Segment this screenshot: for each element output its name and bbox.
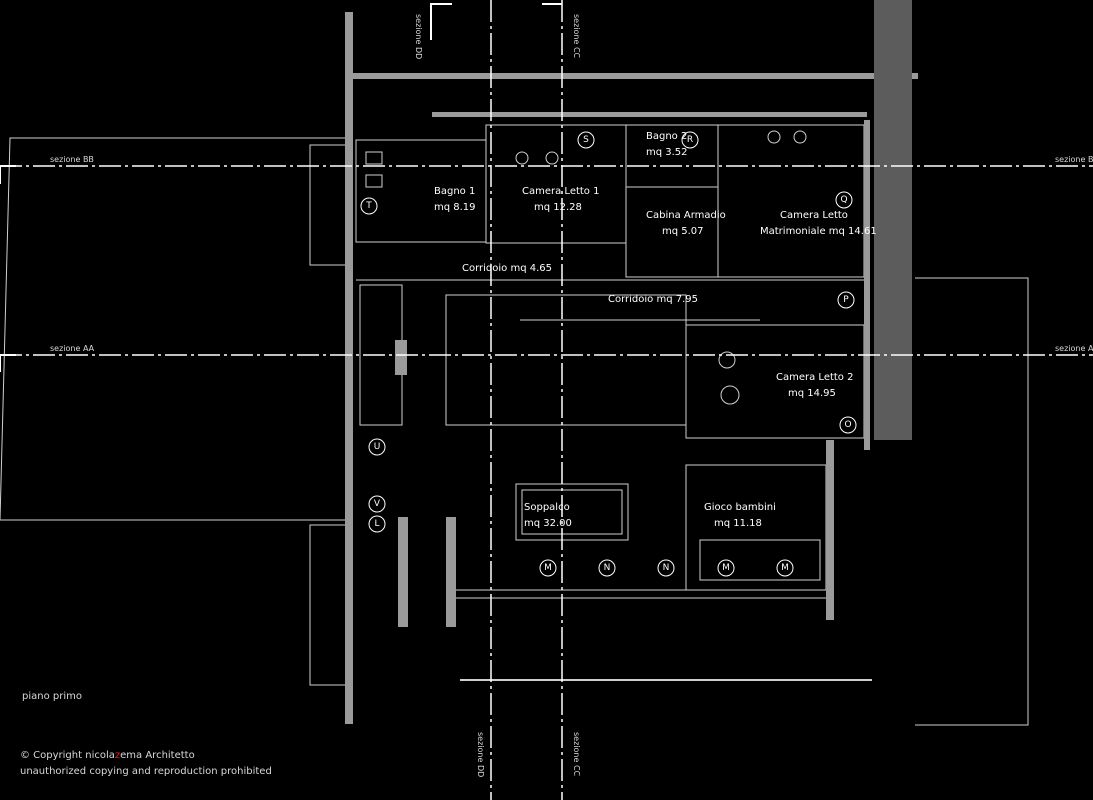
- room-area-camera1: mq 12.28: [534, 202, 582, 213]
- svg-text:N: N: [663, 563, 670, 573]
- section-label-aa-left: sezione AA: [50, 344, 95, 353]
- floor-caption: piano primo: [22, 691, 82, 702]
- section-label-dd-bottom: sezione DD: [476, 732, 485, 777]
- room-area-cabina: mq 5.07: [662, 226, 704, 237]
- marker-l: L: [368, 515, 386, 533]
- wall-north: [353, 73, 918, 79]
- section-label-dd-top: sezione DD: [414, 14, 423, 59]
- svg-text:M: M: [544, 563, 552, 573]
- room-area-soppalco: mq 32.00: [524, 518, 572, 529]
- svg-text:N: N: [604, 563, 611, 573]
- wall-rooms-top: [432, 112, 867, 117]
- svg-text:U: U: [374, 442, 381, 452]
- stair-bottom: [309, 524, 349, 686]
- section-label-bb-left: sezione BB: [50, 155, 94, 164]
- marker-m-3: M: [776, 559, 794, 577]
- stair-top: [309, 144, 349, 266]
- svg-text:S: S: [583, 135, 589, 145]
- marker-m-2: M: [717, 559, 735, 577]
- svg-text:V: V: [374, 499, 381, 509]
- room-name-cabina: Cabina Armadio: [646, 210, 726, 221]
- room-name-corridoio1: Corridoio mq 4.65: [462, 263, 552, 274]
- room-area-bagno1: mq 8.19: [434, 202, 476, 213]
- svg-text:T: T: [365, 201, 372, 211]
- svg-text:M: M: [781, 563, 789, 573]
- terrace-outline-right: [915, 277, 1029, 726]
- svg-text:O: O: [844, 420, 851, 430]
- room-name-matrimoniale: Camera Letto: [780, 210, 848, 221]
- marker-q: Q: [835, 191, 853, 209]
- svg-text:L: L: [374, 519, 379, 529]
- marker-o: O: [839, 416, 857, 434]
- camera1-room: [485, 124, 627, 244]
- marker-v: V: [368, 495, 386, 513]
- marker-r: R: [681, 131, 699, 149]
- room-name-camera1: Camera Letto 1: [522, 186, 599, 197]
- section-label-aa-right: sezione AA: [1055, 344, 1093, 353]
- marker-n-2: N: [657, 559, 675, 577]
- marker-p: P: [837, 291, 855, 309]
- brand-part-c: ema: [120, 750, 143, 761]
- soppalco-void-inner: [521, 489, 623, 535]
- svg-text:R: R: [687, 135, 693, 145]
- svg-text:Q: Q: [840, 195, 847, 205]
- room-name-camera2: Camera Letto 2: [776, 372, 853, 383]
- wall-west: [345, 12, 353, 724]
- room-name-soppalco: Soppalco: [524, 502, 570, 513]
- terrace-outline: [0, 137, 350, 521]
- room-name-gioco: Gioco bambini: [704, 502, 776, 513]
- room-area-gioco: mq 11.18: [714, 518, 762, 529]
- wall-stub: [398, 517, 408, 627]
- room-area-bagno2: mq 3.52: [646, 147, 688, 158]
- wall-east-outer: [874, 0, 912, 440]
- brand-part-b: z: [114, 750, 121, 761]
- svg-text:M: M: [722, 563, 730, 573]
- marker-n-1: N: [598, 559, 616, 577]
- void-room: [445, 294, 687, 426]
- wall-east: [864, 120, 870, 450]
- copyright-line2: unauthorized copying and reproduction pr…: [20, 766, 272, 777]
- brand-part-a: nicola: [85, 750, 115, 761]
- wall-stub-2: [446, 517, 456, 627]
- marker-t: T: [360, 197, 378, 215]
- room-area-matrimoniale: Matrimoniale mq 14.61: [760, 226, 877, 237]
- room-name-bagno1: Bagno 1: [434, 186, 475, 197]
- svg-text:P: P: [843, 295, 849, 305]
- room-name-corridoio2: Corridoio mq 7.95: [608, 294, 698, 305]
- copyright-prefix: © Copyright: [20, 750, 86, 761]
- room-name-bagno2: Bagno 2: [646, 131, 687, 142]
- marker-u: U: [368, 438, 386, 456]
- marker-m-1: M: [539, 559, 557, 577]
- chimney: [395, 340, 407, 375]
- wall-gioco: [826, 440, 834, 620]
- soppalco-void: [515, 483, 629, 541]
- section-label-bb-right: sezione BB: [1055, 155, 1093, 164]
- section-label-cc-top: sezione CC: [572, 14, 581, 59]
- room-area-camera2: mq 14.95: [788, 388, 836, 399]
- copyright-line1: © Copyright nicolazema Architetto: [20, 748, 272, 764]
- brand-suffix: Architetto: [142, 750, 195, 761]
- marker-s: S: [577, 131, 595, 149]
- copyright-notice: © Copyright nicolazema Architetto unauth…: [20, 748, 272, 780]
- section-label-cc-bottom: sezione CC: [572, 732, 581, 777]
